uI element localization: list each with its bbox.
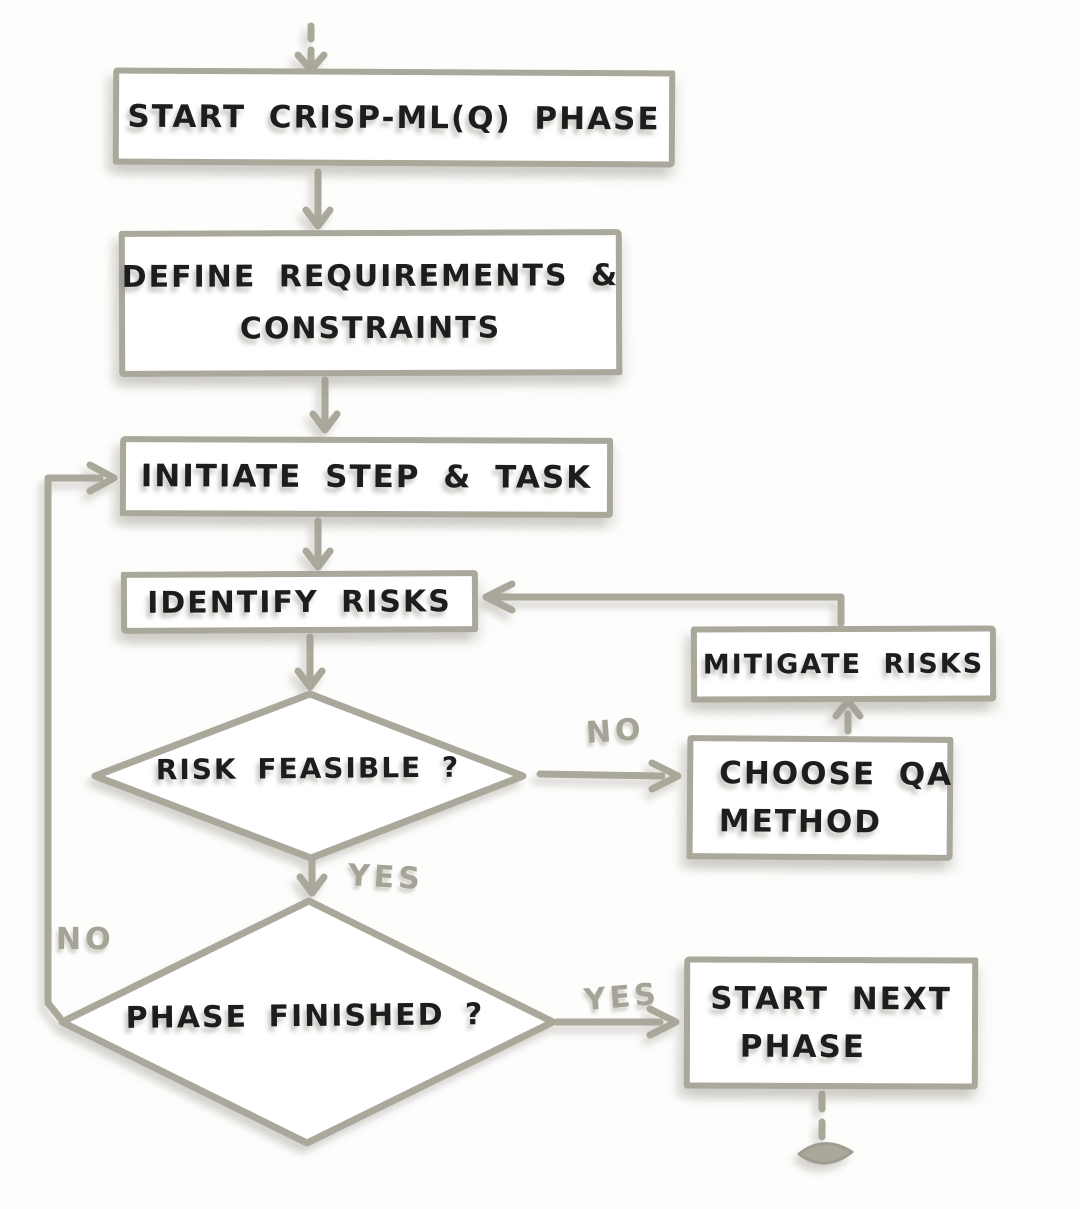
- node-risk-feasible-label: RISK FEASIBLE ?: [155, 750, 461, 787]
- edge-entry-to-start-dashed-arrow: [294, 22, 328, 74]
- edge-label-phase-no: NO: [56, 922, 115, 957]
- node-mitigate-risks: MITIGATE RISKS: [690, 625, 997, 703]
- edge-define-to-initiate-arrow: [309, 376, 341, 434]
- edge-label-risk-yes: YES: [347, 858, 425, 897]
- edge-label-phase-yes: YES: [582, 976, 662, 1019]
- node-identify-risks: IDENTIFY RISKS: [120, 570, 479, 634]
- node-choose-qa-method: CHOOSE QA METHOD: [686, 735, 954, 861]
- node-phase-finished-label: PHASE FINISHED ?: [125, 997, 485, 1036]
- edge-risk-no-to-choose-qa-arrow: [536, 759, 682, 793]
- edge-identify-to-risk-feasible-arrow: [294, 633, 326, 691]
- edge-risk-yes-to-phase-finished-arrow: [296, 854, 328, 897]
- node-start-next-phase-line2: PHASE: [739, 1028, 867, 1066]
- decision-phase-finished-shape: [58, 897, 557, 1147]
- node-choose-qa-method-line1: CHOOSE QA: [719, 755, 954, 793]
- node-initiate-step-label: INITIATE STEP & TASK: [140, 458, 593, 496]
- node-start-phase-label: START CRISP-ML(Q) PHASE: [127, 98, 661, 137]
- edge-initiate-to-identify-arrow: [302, 517, 334, 571]
- node-mitigate-risks-label: MITIGATE RISKS: [702, 648, 985, 680]
- node-start-next-phase-line1: START NEXT: [710, 980, 952, 1018]
- node-start-next-phase: START NEXT PHASE: [683, 956, 979, 1090]
- edge-start-to-define-arrow: [302, 168, 334, 230]
- node-choose-qa-method-line2: METHOD: [718, 803, 883, 841]
- edge-choose-qa-to-mitigate-arrow: [832, 697, 864, 735]
- node-define-requirements: DEFINE REQUIREMENTS & CONSTRAINTS: [118, 229, 623, 377]
- node-initiate-step: INITIATE STEP & TASK: [119, 436, 614, 518]
- edge-label-risk-no: NO: [584, 711, 646, 752]
- node-identify-risks-label: IDENTIFY RISKS: [147, 583, 452, 621]
- edge-mitigate-to-identify-arrow: [482, 580, 845, 627]
- node-define-requirements-line2: CONSTRAINTS: [239, 310, 502, 347]
- node-define-requirements-line1: DEFINE REQUIREMENTS &: [121, 257, 620, 295]
- node-start-phase: START CRISP-ML(Q) PHASE: [112, 67, 676, 168]
- edge-phase-no-to-initiate-arrow: [44, 461, 118, 1022]
- edge-phase-yes-to-start-next-arrow: [553, 1005, 680, 1039]
- exit-terminator-icon: [797, 1142, 854, 1165]
